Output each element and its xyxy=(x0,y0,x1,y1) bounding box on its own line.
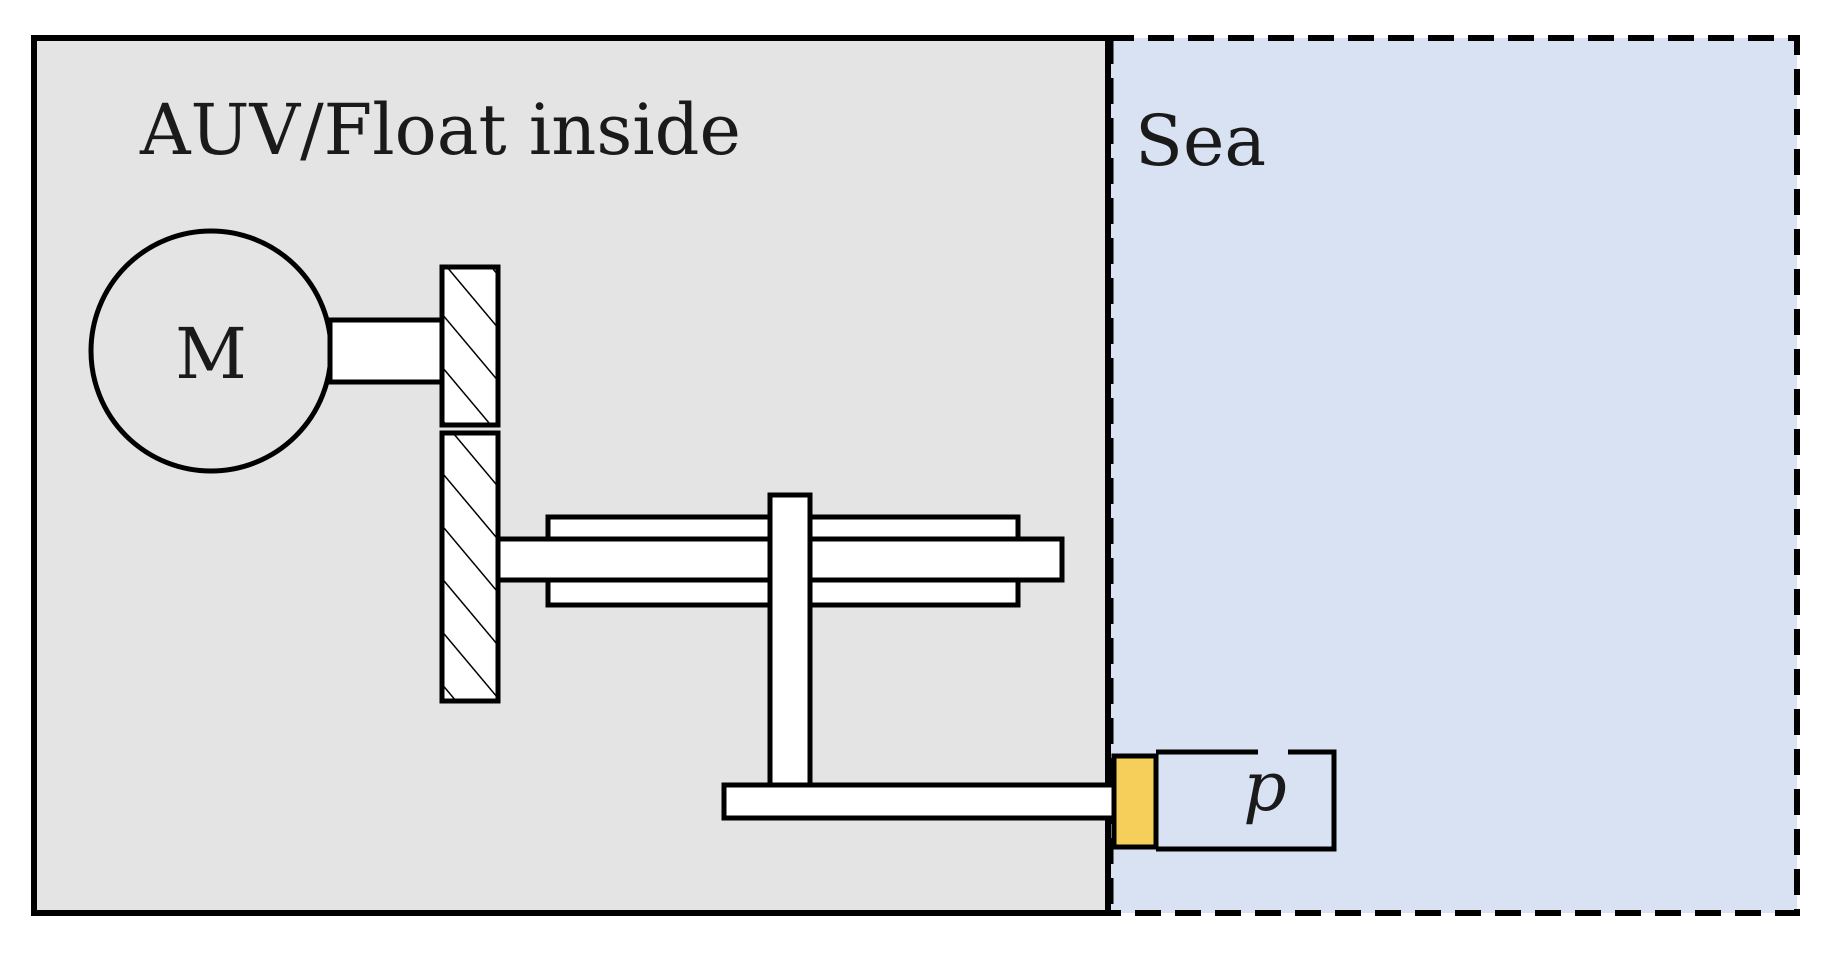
piston-rod xyxy=(721,782,1117,821)
auv-inside-region xyxy=(31,35,1111,916)
cylinder-outline xyxy=(1156,749,1337,852)
sea-region xyxy=(1108,38,1797,913)
upper-gear-icon xyxy=(439,264,501,428)
piston-icon xyxy=(1111,753,1159,850)
motor-label: M xyxy=(175,313,247,395)
motor-shaft xyxy=(327,317,445,385)
inside-label: AUV/Float inside xyxy=(139,89,741,171)
motor-circle-icon: M xyxy=(88,228,334,474)
pressure-label: p xyxy=(1243,748,1287,827)
nut-vertical-rod xyxy=(767,492,813,788)
lower-gear-icon xyxy=(439,430,501,704)
sea-label: Sea xyxy=(1135,100,1266,182)
sea-region-border xyxy=(1108,35,1800,916)
